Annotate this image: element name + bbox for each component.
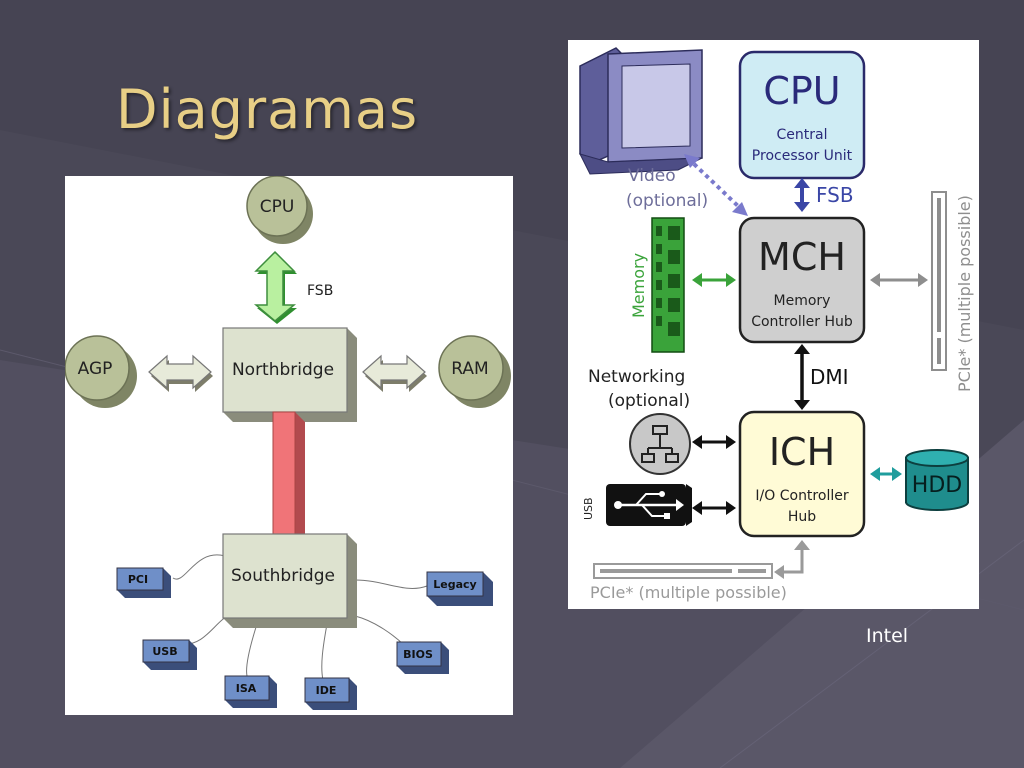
hdd-icon: HDD	[905, 449, 969, 511]
southbridge-label: Southbridge	[231, 566, 335, 586]
hdd-label: HDD	[912, 473, 962, 498]
usb-arrow	[692, 501, 736, 515]
cpu-sub2: Processor Unit	[752, 148, 853, 164]
mch-box: MCH Memory Controller Hub	[738, 216, 866, 344]
cpu-node: CPU	[246, 175, 313, 244]
pcie-vertical-arrow	[870, 273, 928, 287]
slide-title: Diagramas	[116, 78, 419, 141]
ich-sub1: I/O Controller	[755, 488, 848, 504]
southbridge-connections	[172, 554, 428, 681]
bios-label: BIOS	[403, 648, 433, 661]
internal-bus	[272, 411, 305, 537]
legacy-label: Legacy	[433, 578, 476, 591]
fsb-label: FSB	[307, 283, 333, 299]
ram-arrow	[362, 354, 427, 392]
mch-sub2: Controller Hub	[751, 314, 853, 330]
agp-arrow	[148, 354, 213, 392]
memory-module-icon	[651, 217, 685, 353]
cpu-box: CPU Central Processor Unit	[738, 50, 866, 180]
networking-label-line2: (optional)	[608, 391, 690, 411]
northbridge-label: Northbridge	[232, 360, 334, 380]
dmi-arrow: DMI	[794, 344, 849, 410]
southbridge-box: Southbridge	[222, 533, 357, 628]
network-icon	[629, 413, 691, 475]
ich-title: ICH	[769, 430, 835, 474]
image-caption: Intel	[866, 625, 909, 647]
ide-label: IDE	[316, 684, 337, 697]
isa-label: ISA	[236, 682, 257, 695]
video-label-line2: (optional)	[626, 191, 708, 211]
pci-chip: PCI	[116, 567, 171, 598]
hdd-arrow	[870, 467, 902, 481]
fsb-arrow: FSB	[794, 178, 854, 212]
pcie-vertical-label: PCIe* (multiple possible)	[955, 195, 974, 392]
monitor-icon	[579, 47, 703, 175]
usb-chip: USB	[142, 639, 197, 670]
mch-sub1: Memory	[774, 293, 831, 309]
legacy-chip: Legacy	[426, 571, 493, 606]
pcie-vertical-slot	[931, 191, 947, 371]
cpu-sub1: Central	[777, 127, 828, 143]
ram-node: RAM	[438, 335, 511, 408]
dmi-label: DMI	[810, 365, 849, 389]
networking-label-line1: Networking	[588, 367, 685, 387]
ich-sub2: Hub	[788, 509, 816, 525]
memory-arrow	[692, 273, 736, 287]
fsb-label: FSB	[816, 183, 854, 207]
bios-chip: BIOS	[396, 641, 449, 674]
agp-label: AGP	[78, 359, 113, 379]
agp-node: AGP	[64, 335, 137, 408]
ram-label: RAM	[451, 359, 488, 379]
network-arrow	[692, 435, 736, 449]
ide-chip: IDE	[304, 677, 357, 710]
memory-label: Memory	[629, 253, 648, 318]
pci-label: PCI	[128, 573, 148, 586]
video-label-line1: Video	[628, 166, 676, 186]
fsb-arrow: FSB	[253, 250, 333, 324]
video-arrow	[684, 154, 748, 216]
cpu-label: CPU	[260, 197, 295, 217]
pcie-bottom-label: PCIe* (multiple possible)	[590, 583, 787, 602]
intel-hub-diagram-panel: Video (optional) CPU Central Processor U…	[568, 40, 979, 609]
mch-title: MCH	[758, 235, 846, 279]
usb-label: USB	[152, 645, 177, 658]
northbridge-diagram-panel: CPU FSB AGP RAM	[64, 175, 513, 715]
usb-label: USB	[582, 497, 595, 520]
pcie-bottom-arrow	[774, 540, 810, 579]
northbridge-box: Northbridge	[222, 327, 357, 422]
isa-chip: ISA	[224, 675, 277, 708]
pcie-bottom-slot	[593, 563, 773, 579]
ich-box: ICH I/O Controller Hub	[738, 410, 866, 538]
usb-icon	[606, 484, 692, 526]
cpu-title: CPU	[763, 69, 840, 113]
